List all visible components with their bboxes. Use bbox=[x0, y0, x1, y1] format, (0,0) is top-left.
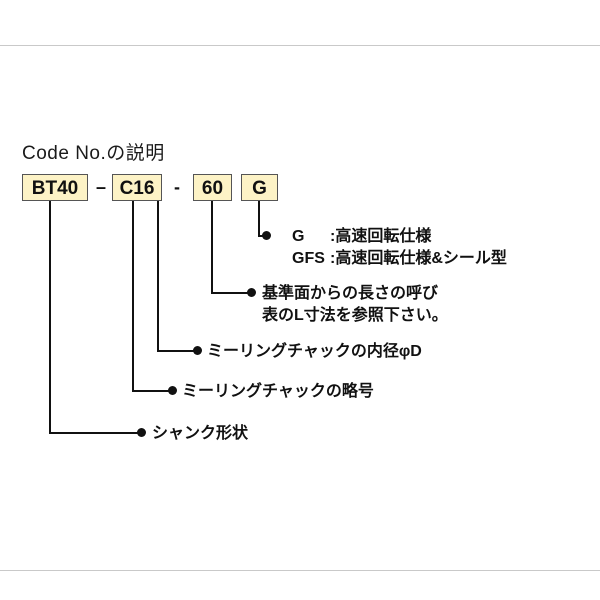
connector-line-shank bbox=[49, 201, 51, 434]
connector-elbow-shank bbox=[49, 432, 139, 434]
bullet-icon bbox=[247, 288, 256, 297]
spec-row-g: G :高速回転仕様 bbox=[292, 226, 507, 248]
note-abbr-line1: ミーリングチャックの略号 bbox=[182, 383, 374, 400]
note-spec-legend: G :高速回転仕様 GFS :高速回転仕様&シール型 bbox=[292, 226, 507, 270]
spec-code-g: G bbox=[292, 228, 305, 245]
note-diameter: ミーリングチャックの内径φD bbox=[207, 341, 422, 363]
note-length-line2: 表のL寸法を参照下さい。 bbox=[262, 307, 448, 324]
connector-elbow-length bbox=[211, 292, 249, 294]
connector-elbow-abbr bbox=[132, 390, 170, 392]
spec-code-gfs: GFS bbox=[292, 250, 325, 267]
connector-line-abbr bbox=[132, 201, 134, 392]
bottom-rule-divider bbox=[0, 570, 600, 571]
code-dash-1: – bbox=[95, 177, 106, 197]
code-box-shank: BT40 bbox=[22, 174, 88, 201]
top-rule-divider bbox=[0, 45, 600, 46]
note-diameter-line1: ミーリングチャックの内径φD bbox=[207, 343, 422, 360]
bullet-icon bbox=[168, 386, 177, 395]
connector-line-diameter bbox=[157, 201, 159, 352]
note-shank: シャンク形状 bbox=[152, 423, 248, 445]
note-shank-line1: シャンク形状 bbox=[152, 425, 249, 442]
bullet-icon bbox=[262, 231, 271, 240]
page-title: Code No.の説明 bbox=[22, 143, 165, 164]
code-box-length: 60 bbox=[193, 174, 232, 201]
note-length-line1: 基準面からの長さの呼び bbox=[262, 285, 439, 302]
bullet-icon bbox=[193, 346, 202, 355]
bullet-icon bbox=[137, 428, 146, 437]
connector-elbow-diameter bbox=[157, 350, 195, 352]
code-box-chuck: C16 bbox=[112, 174, 162, 201]
code-box-spec: G bbox=[241, 174, 278, 201]
spec-row-gfs: GFS :高速回転仕様&シール型 bbox=[292, 248, 507, 270]
connector-line-length bbox=[211, 201, 213, 294]
code-dash-2: - bbox=[174, 177, 180, 197]
note-abbr: ミーリングチャックの略号 bbox=[182, 381, 374, 403]
spec-desc-g: :高速回転仕様 bbox=[330, 228, 432, 245]
spec-desc-gfs: :高速回転仕様&シール型 bbox=[330, 250, 507, 267]
connector-line-spec bbox=[258, 201, 260, 237]
note-length: 基準面からの長さの呼び 表のL寸法を参照下さい。 bbox=[262, 283, 448, 327]
